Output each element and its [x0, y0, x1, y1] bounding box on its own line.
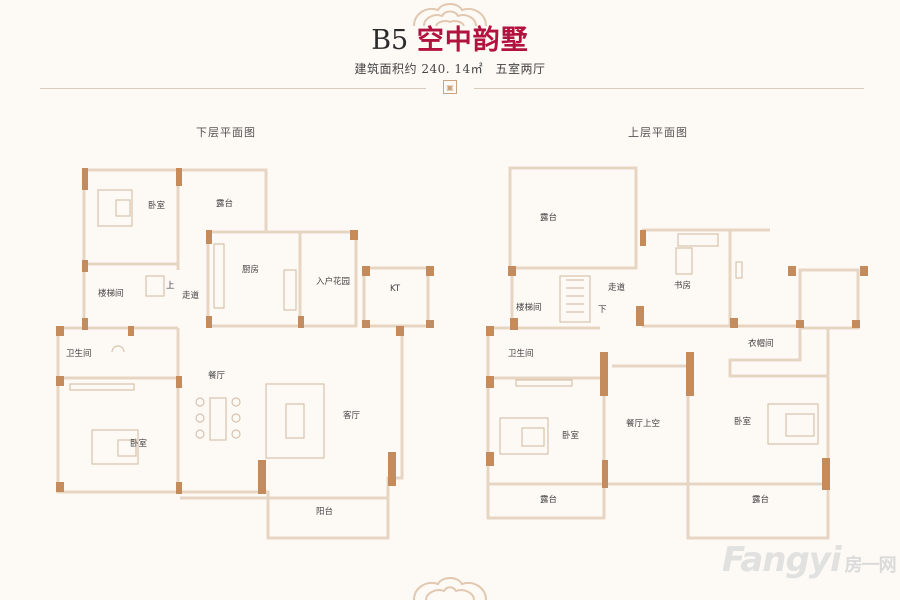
label-upper-terrace-top: 露台	[540, 212, 557, 223]
watermark-cn: 房一网	[844, 555, 897, 576]
label-kitchen: 厨房	[242, 264, 259, 275]
label-upper-stairwell: 楼梯间	[516, 302, 542, 313]
lower-columns	[56, 168, 434, 494]
label-terrace-top: 露台	[216, 198, 233, 209]
area-text: 建筑面积约 240. 14㎡	[354, 62, 484, 76]
label-upper-down: 下	[598, 305, 607, 315]
label-entry-garden: 入户花园	[316, 276, 350, 287]
divider-left	[40, 88, 426, 89]
label-bedroom-top: 卧室	[148, 200, 166, 211]
page-title: B5 空中韵墅	[0, 26, 900, 56]
label-upper-bedroom-right: 卧室	[734, 416, 752, 427]
label-upper-corridor: 走道	[608, 282, 626, 293]
upper-furniture	[499, 233, 819, 455]
label-stairwell: 楼梯间	[98, 288, 124, 299]
lower-furniture	[69, 189, 325, 465]
label-corridor: 走道	[182, 290, 200, 301]
upper-room-labels: 露台 楼梯间 走道 下 书房 衣帽间 卫生间 卧室 餐厅上空 卧室 露台 露台	[508, 212, 774, 505]
lower-room-labels: 卧室 露台 厨房 入户花园 KT 楼梯间 上 走道 卫生间 餐厅 客厅 卧室 阳…	[66, 198, 401, 517]
label-bathroom: 卫生间	[66, 348, 92, 359]
unit-code: B5	[371, 25, 409, 56]
label-balcony: 阳台	[316, 506, 333, 517]
cloud-ornament-icon	[413, 3, 487, 26]
label-living: 客厅	[343, 410, 361, 421]
watermark-brand: Fangyi	[722, 540, 842, 580]
label-upper-terrace-bottom-right: 露台	[752, 494, 769, 505]
layout-text: 五室两厅	[495, 62, 546, 76]
label-dining-void: 餐厅上空	[626, 418, 660, 429]
seal-icon: ▣	[443, 80, 457, 94]
label-dining: 餐厅	[208, 371, 226, 381]
divider-right	[474, 88, 864, 89]
header: B5 空中韵墅 建筑面积约 240. 14㎡ 五室两厅 ▣	[0, 0, 900, 100]
upper-columns	[486, 230, 868, 490]
label-up: 上	[166, 281, 175, 291]
bottom-cloud-ornament-icon	[413, 577, 487, 600]
upper-plan-caption: 上层平面图	[628, 126, 688, 139]
label-elevator: KT	[390, 284, 401, 294]
label-upper-terrace-bottom-left: 露台	[540, 494, 557, 505]
label-cloakroom: 衣帽间	[748, 338, 774, 349]
lower-floor-plan	[56, 168, 430, 540]
label-upper-bedroom-left: 卧室	[562, 430, 580, 441]
upper-floor-plan	[486, 166, 860, 540]
lower-plan-caption: 下层平面图	[196, 126, 256, 139]
label-upper-bathroom: 卫生间	[508, 348, 534, 359]
label-study: 书房	[674, 280, 691, 291]
label-bedroom-bottom: 卧室	[130, 438, 148, 449]
unit-name: 空中韵墅	[416, 25, 529, 56]
unit-summary: 建筑面积约 240. 14㎡ 五室两厅	[0, 60, 900, 77]
